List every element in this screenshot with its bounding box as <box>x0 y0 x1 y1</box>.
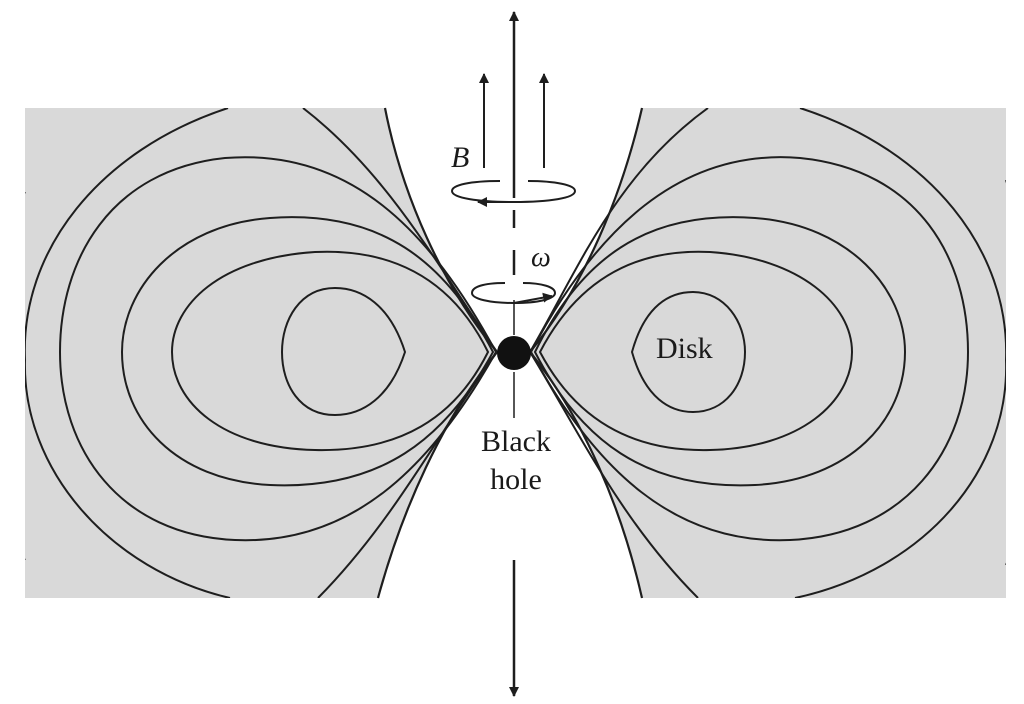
black-hole-label: Black hole <box>466 423 566 499</box>
field-lines-right <box>530 108 1006 598</box>
field-line <box>58 156 498 542</box>
separatrix-left <box>376 107 499 599</box>
field-line <box>170 250 490 452</box>
disk-label: Disk <box>656 332 713 365</box>
black-hole-label-line1: Black <box>481 425 551 458</box>
field-line <box>530 108 709 598</box>
disk-right <box>530 108 1006 598</box>
field-line <box>530 156 970 542</box>
spin-rotation-arrow <box>513 292 553 304</box>
field-line <box>533 216 907 487</box>
field-line <box>630 290 747 414</box>
field-label: B <box>451 141 470 174</box>
field-line <box>120 216 495 487</box>
field-line <box>25 192 26 560</box>
field-line <box>25 108 231 598</box>
disk-left <box>25 108 497 598</box>
field-line <box>794 108 1006 598</box>
field-line <box>280 286 407 417</box>
spin-label: ω <box>531 242 551 273</box>
black-hole-label-line2: hole <box>490 463 542 496</box>
black-hole <box>497 336 531 370</box>
field-line <box>538 250 854 452</box>
field-line <box>1005 180 1006 565</box>
